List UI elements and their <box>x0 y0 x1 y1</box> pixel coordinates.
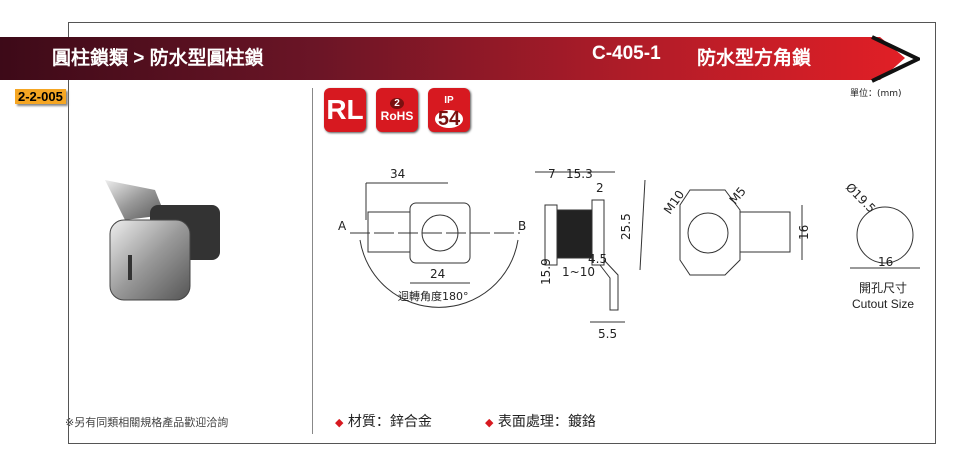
finish-spec: ◆ 表面處理：鍍鉻 <box>485 414 596 430</box>
dim-phi: Ø19.5 <box>843 180 878 215</box>
dim-1-10: 1~10 <box>562 265 595 279</box>
header-banner <box>0 37 905 80</box>
unit-label: 單位：(mm) <box>850 89 902 99</box>
divider <box>312 88 313 434</box>
dim-2: 2 <box>596 181 604 195</box>
page-frame <box>68 22 936 444</box>
inquiry-note: ※另有同類相關規格產品歡迎洽詢 <box>65 416 229 429</box>
arrow-icon <box>871 35 920 83</box>
product-code: 2-2-005 <box>15 89 66 104</box>
category-breadcrumb: 圓柱鎖類 > 防水型圓柱鎖 <box>52 48 264 69</box>
label-a: A <box>338 219 347 233</box>
dim-34: 34 <box>390 167 405 181</box>
model-number: C-405-1 <box>592 43 661 64</box>
material-spec: ◆ 材質：鋅合金 <box>335 414 432 430</box>
dim-m10: M10 <box>661 188 687 217</box>
dim-7: 7 <box>548 167 556 181</box>
cut-16: 16 <box>878 255 893 269</box>
dim-24: 24 <box>430 267 445 281</box>
dim-16: 16 <box>797 225 811 240</box>
rotation-label: 迴轉角度180° <box>398 289 469 303</box>
rl-badge: RL <box>324 88 366 132</box>
product-photo <box>105 180 220 301</box>
dim-25-5: 25.5 <box>619 213 633 240</box>
dim-15-3: 15.3 <box>566 167 593 181</box>
product-name: 防水型方角鎖 <box>697 48 812 69</box>
label-b: B <box>518 219 526 233</box>
dim-4-5: 4.5 <box>588 252 607 266</box>
dim-15-9: 15.9 <box>539 258 553 285</box>
dim-m5: M5 <box>727 184 749 207</box>
dim-5-5: 5.5 <box>598 327 617 340</box>
technical-drawing: 34 A B 24 迴轉角度180° 7 15.3 2 25.5 15.9 4.… <box>338 167 920 340</box>
